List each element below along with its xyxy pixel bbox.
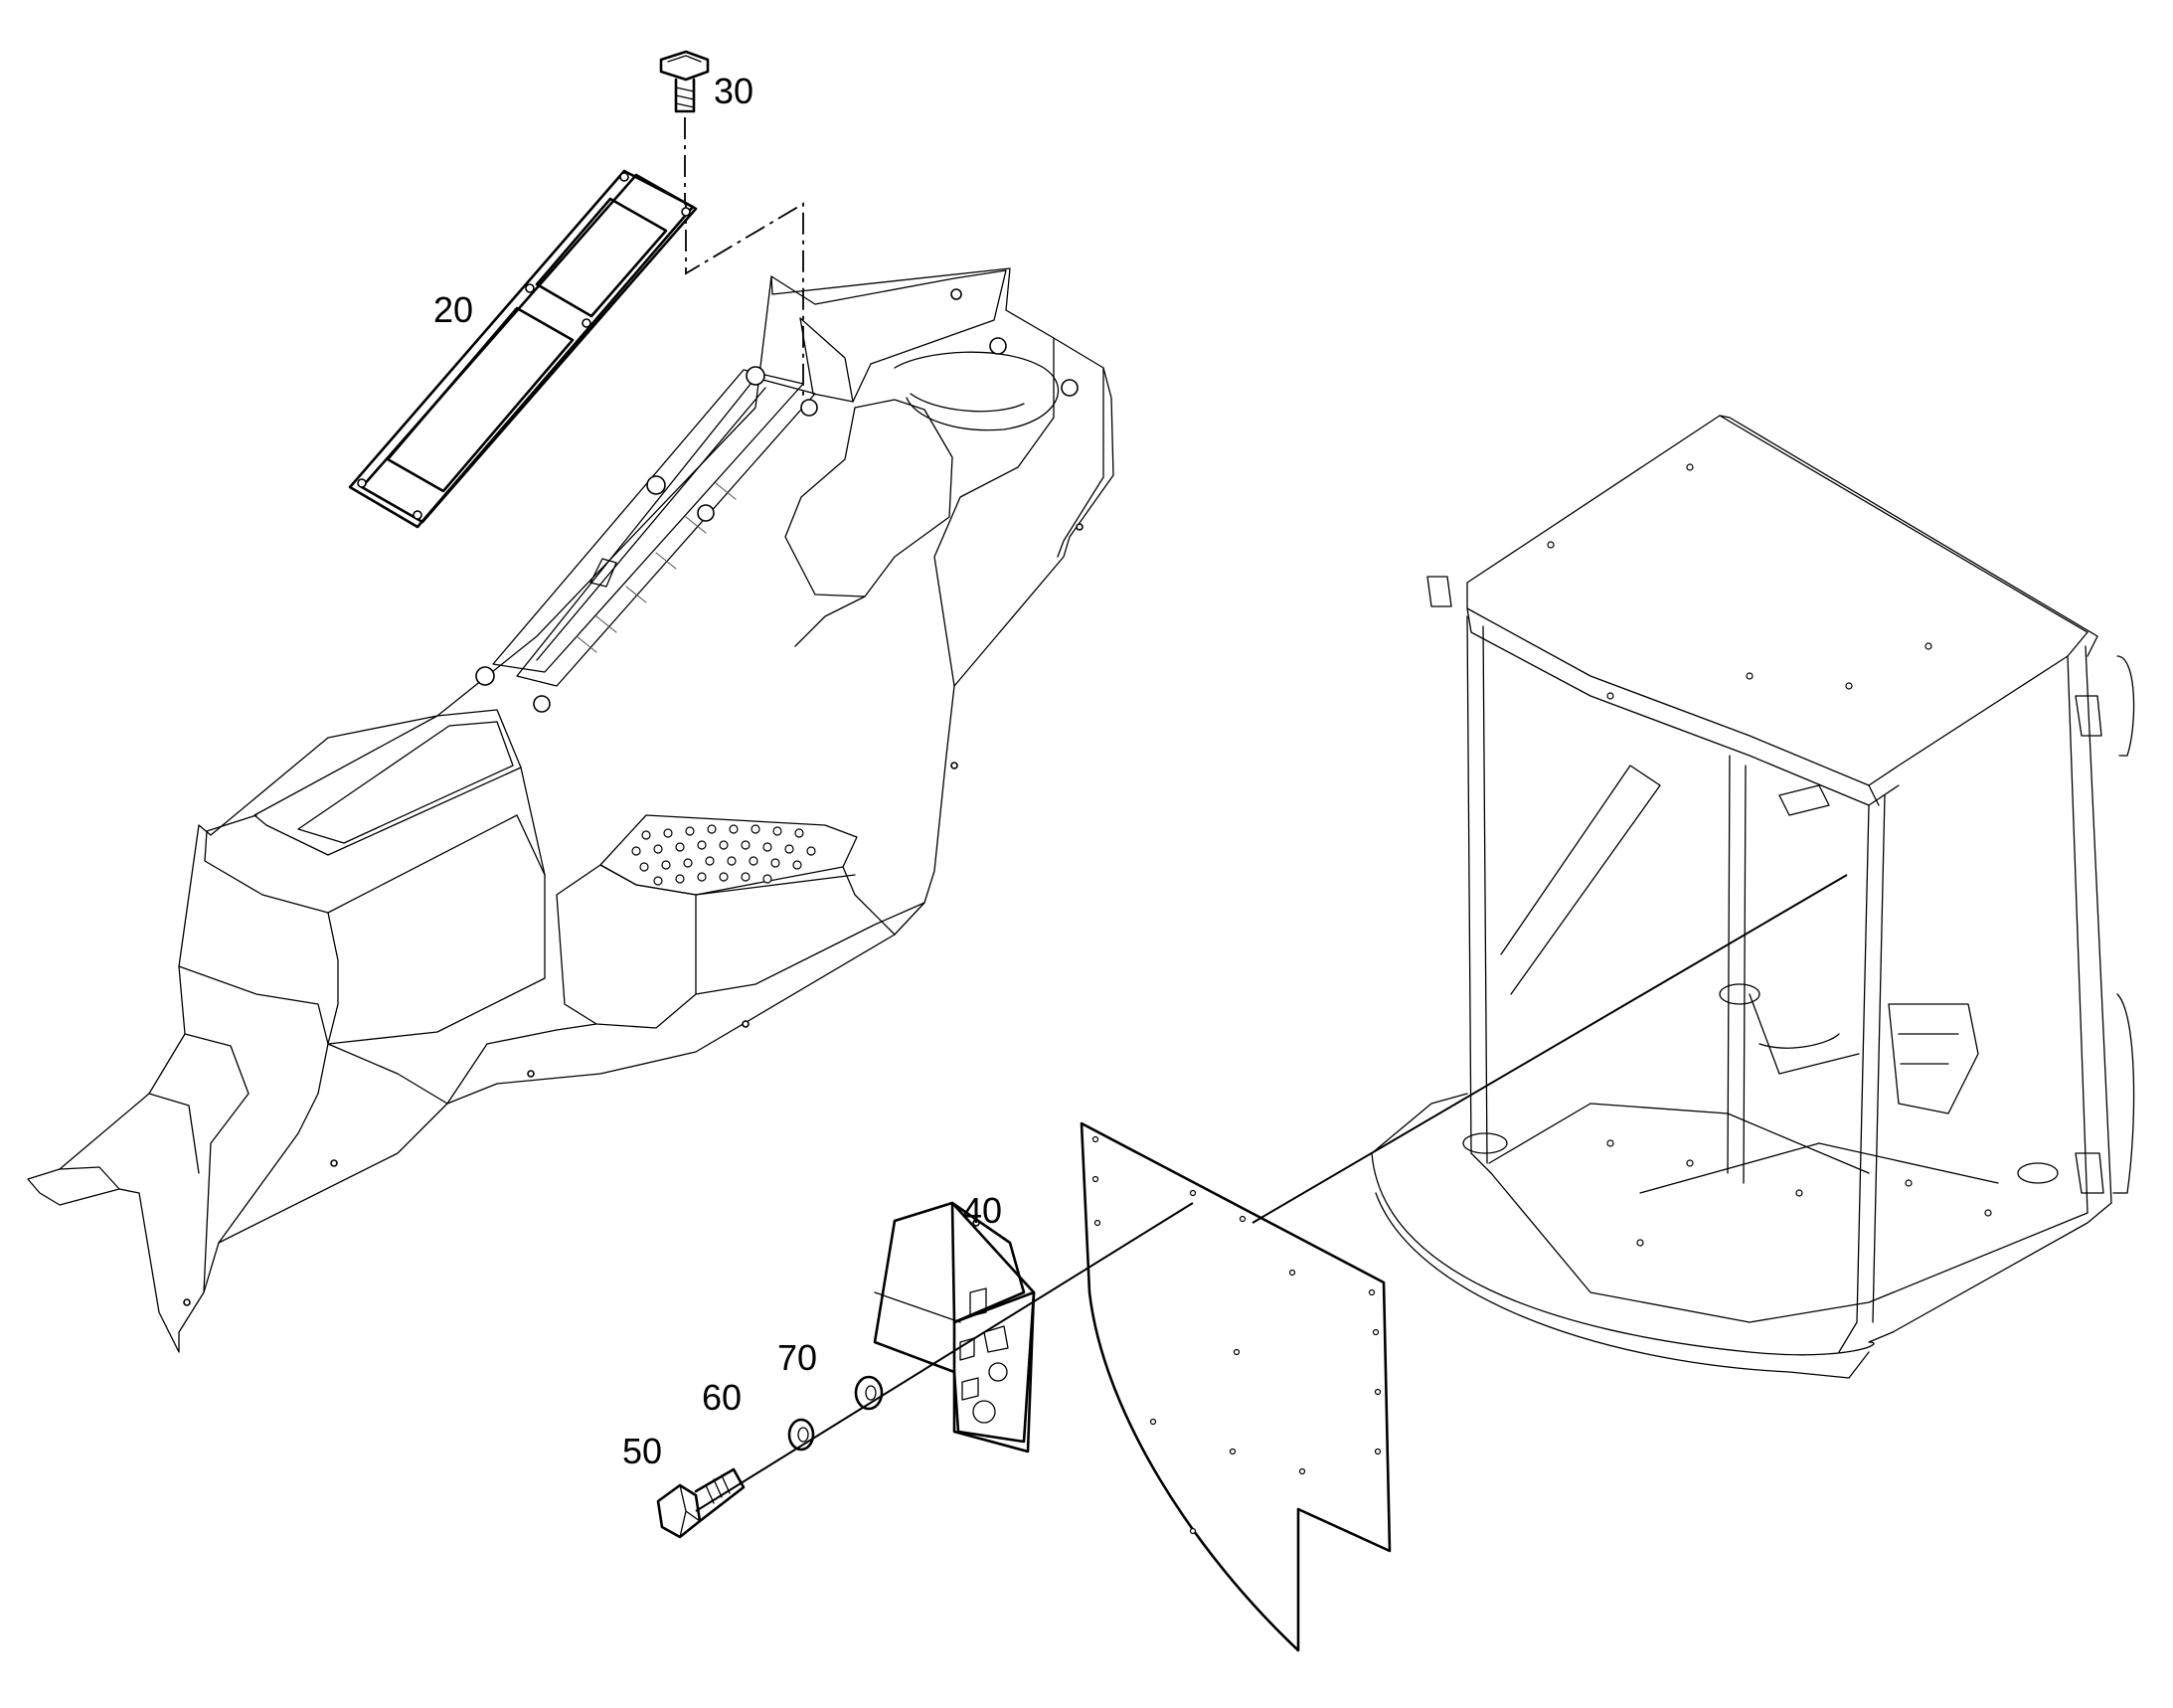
centre-console bbox=[27, 267, 1114, 1353]
leader-30 bbox=[684, 117, 804, 403]
callout-30: 30 bbox=[714, 71, 754, 111]
part-40-bracket bbox=[873, 1201, 1036, 1453]
leader-fasteners bbox=[695, 1202, 1194, 1512]
callout-50: 50 bbox=[622, 1431, 663, 1471]
callout-40: 40 bbox=[962, 1190, 1003, 1231]
part-50-bolt bbox=[656, 1467, 746, 1539]
part-70-washer bbox=[854, 1375, 884, 1411]
floor-mat-plate bbox=[1080, 1121, 1392, 1652]
callout-60: 60 bbox=[702, 1377, 743, 1418]
part-20-cover-plate bbox=[348, 169, 698, 529]
part-30-screw bbox=[659, 50, 710, 113]
part-60-lock-washer bbox=[787, 1418, 815, 1452]
cab-frame bbox=[1252, 415, 2135, 1379]
callout-70: 70 bbox=[777, 1337, 818, 1378]
callout-20: 20 bbox=[433, 289, 474, 330]
